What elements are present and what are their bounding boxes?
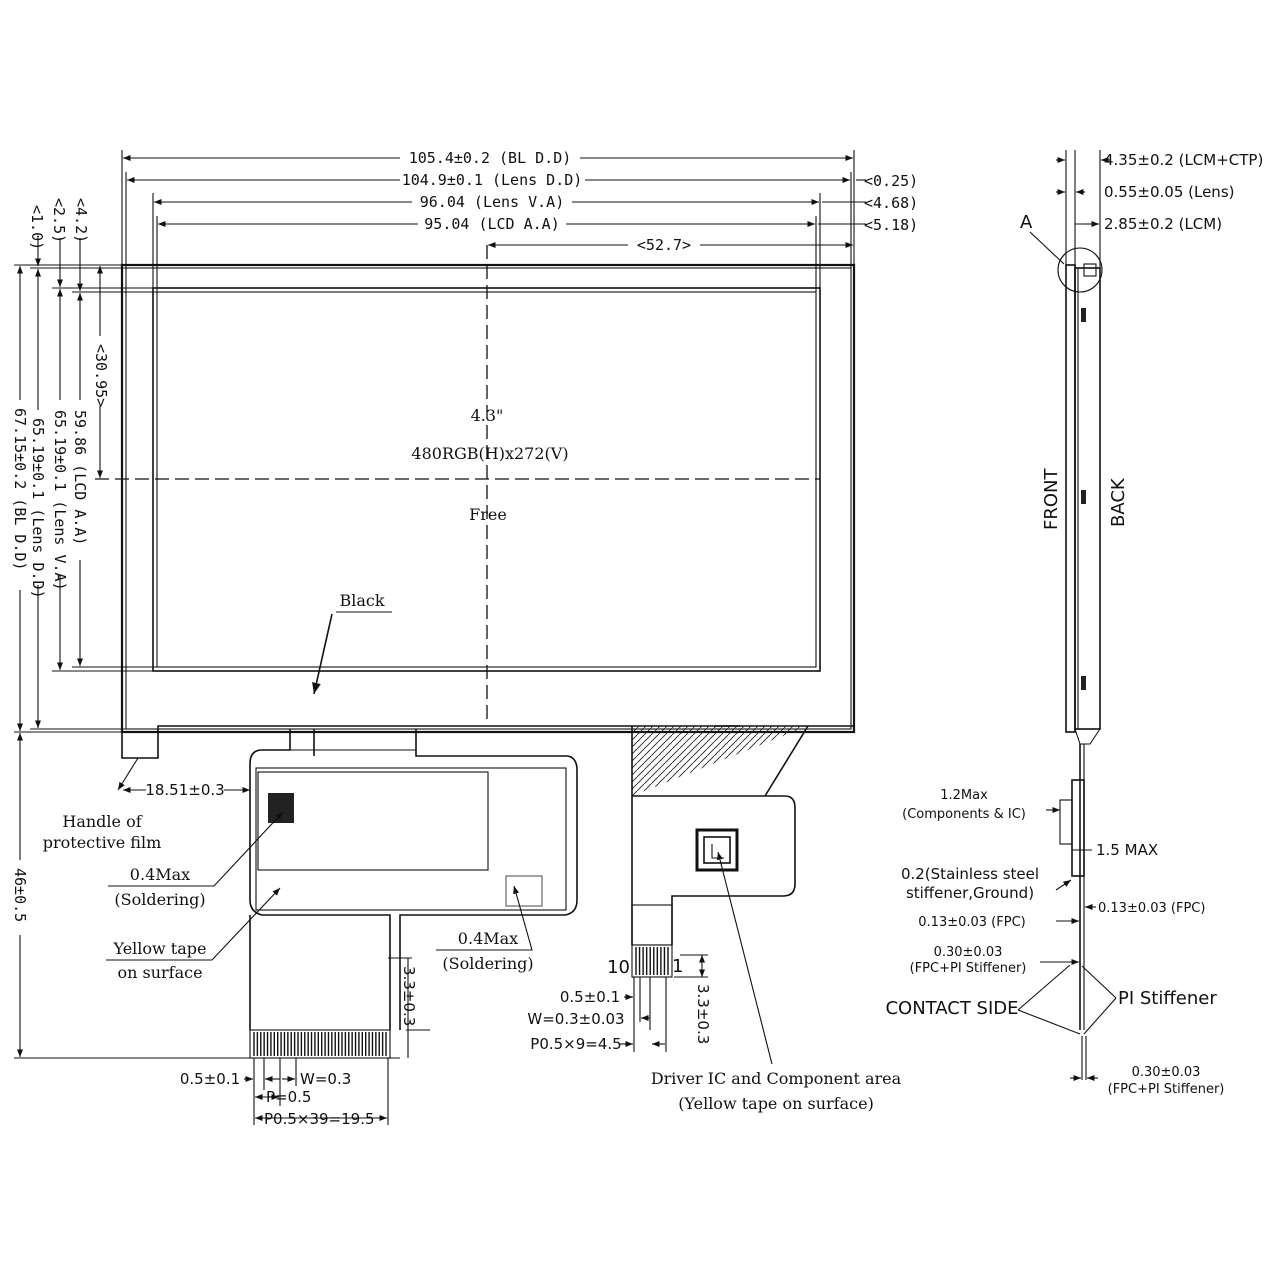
side-fpc-right: 0.13±0.03 (FPC) — [1098, 901, 1205, 916]
main-fpc-pins — [253, 1032, 387, 1056]
side-fpc-pi-bottom-1: 0.30±0.03 — [1132, 1065, 1201, 1080]
dim-lens-va-height: 65.19±0.1 (Lens V.A) — [51, 410, 69, 591]
detail-a-circle — [1057, 247, 1103, 293]
driver-note-1: Driver IC and Component area — [651, 1069, 902, 1088]
dim-bl-width: 105.4±0.2 (BL D.D) — [409, 149, 572, 167]
dim-lens-width: 104.9±0.1 (Lens D.D) — [402, 171, 583, 189]
side-components-2: (Components & IC) — [902, 807, 1026, 822]
side-stiffener-1: 0.2(Stainless steel — [901, 865, 1039, 883]
dim-offset-25: <2.5) — [50, 198, 68, 243]
ctp-fpc-pins — [635, 947, 669, 975]
solder-left-1: 0.4Max — [130, 865, 190, 884]
detail-a-label: A — [1020, 212, 1033, 233]
side-stiffener-2: stiffener,Ground) — [906, 884, 1034, 902]
dim-lens-va-width: 96.04 (Lens V.A) — [420, 193, 565, 211]
pi-stiffener-label: PI Stiffener — [1118, 988, 1217, 1009]
dim-offset-42: <4.2) — [72, 198, 90, 243]
panel-size: 4.3" — [471, 406, 504, 425]
main-fpc: 3.3±0.3 0.5±0.1 W=0.3 P=0.5 P0.5×39=19.5 — [180, 729, 578, 1128]
side-lens-thickness: 0.55±0.05 (Lens) — [1104, 183, 1234, 201]
protective-film-handle — [121, 725, 854, 759]
main-fpc-width: W=0.3 — [300, 1070, 351, 1088]
backlight-outline — [120, 263, 856, 734]
ctp-fpc-pad: 0.5±0.1 — [560, 988, 620, 1006]
dim-bl-height: 67.15±0.2 (BL D.D) — [11, 408, 29, 571]
side-fpc-pi-top-1: 0.30±0.03 — [934, 945, 1003, 960]
solder-left-2: (Soldering) — [114, 890, 205, 909]
side-components-1: 1.2Max — [940, 788, 988, 803]
main-fpc-pad: 0.5±0.1 — [180, 1070, 240, 1088]
dim-lcd-aa-height: 59.86 (LCD A.A) — [71, 410, 89, 545]
yellow-tape-1: Yellow tape — [113, 939, 207, 958]
ctp-pin-first: 1 — [672, 956, 683, 977]
dim-center-y: <30.95> — [92, 344, 110, 407]
main-fpc-pitch: P=0.5 — [266, 1088, 311, 1106]
dim-total-height: 46±0.5 — [11, 868, 29, 922]
dim-offset-10: <1.0) — [28, 205, 46, 250]
left-dimensions: <1.0) <2.5) <4.2) <30.95> 59.86 (LCD A.A… — [11, 198, 400, 1059]
front-label: FRONT — [1041, 468, 1062, 530]
solder-right-2: (Soldering) — [442, 954, 533, 973]
dim-handle-offset: 18.51±0.3 — [145, 781, 224, 799]
dim-offset-518: <5.18) — [864, 216, 918, 234]
yellow-tape-2: on surface — [117, 963, 202, 982]
ctp-fpc: 10 1 3.3±0.3 0.5±0.1 W=0.3±0.03 P0.5×9=4… — [527, 725, 809, 1053]
ctp-fpc-pitch-total: P0.5×9=4.5 — [530, 1035, 621, 1053]
front-view — [95, 245, 856, 791]
side-view: 4.35±0.2 (LCM+CTP) 0.55±0.05 (Lens) 2.85… — [885, 150, 1263, 1097]
ctp-fpc-width: W=0.3±0.03 — [527, 1010, 624, 1028]
panel-free-label: Free — [469, 505, 507, 524]
top-dimensions: 105.4±0.2 (BL D.D) 104.9±0.1 (Lens D.D) … — [121, 149, 918, 292]
dim-offset-468: <4.68) — [864, 194, 918, 212]
back-label: BACK — [1108, 477, 1129, 527]
yellow-tape-area — [255, 767, 567, 911]
dim-center-x: <52.7> — [637, 236, 691, 254]
ctp-fpc-length: 3.3±0.3 — [694, 984, 712, 1044]
lens-outline — [125, 267, 852, 730]
main-fpc-pitch-total: P0.5×39=19.5 — [264, 1110, 375, 1128]
dim-offset-025: <0.25) — [864, 172, 918, 190]
dim-lens-dd-height: 65.19±0.1 (Lens D.D) — [29, 418, 47, 599]
driver-ic — [695, 828, 739, 872]
panel-resolution: 480RGB(H)x272(V) — [411, 444, 568, 463]
handle-note-2: protective film — [43, 833, 161, 852]
driver-note-2: (Yellow tape on surface) — [678, 1094, 874, 1113]
side-lcm-thickness: 2.85±0.2 (LCM) — [1104, 215, 1222, 233]
front-notes: Black 4.3" 480RGB(H)x272(V) Free Handle … — [43, 406, 902, 1113]
contact-side-label: CONTACT SIDE — [885, 998, 1018, 1019]
solder-right-1: 0.4Max — [458, 929, 518, 948]
side-max-15: 1.5 MAX — [1096, 841, 1158, 859]
dim-lcd-aa-width: 95.04 (LCD A.A) — [424, 215, 559, 233]
main-fpc-length: 3.3±0.3 — [400, 966, 418, 1026]
side-fpc-pi-top-2: (FPC+PI Stiffener) — [910, 961, 1027, 976]
side-total-thickness: 4.35±0.2 (LCM+CTP) — [1104, 151, 1263, 169]
handle-note-1: Handle of — [62, 812, 142, 831]
side-fpc-left: 0.13±0.03 (FPC) — [918, 915, 1025, 930]
ctp-pin-last: 10 — [607, 957, 630, 978]
side-fpc-pi-bottom-2: (FPC+PI Stiffener) — [1108, 1082, 1225, 1097]
black-label: Black — [339, 591, 384, 610]
